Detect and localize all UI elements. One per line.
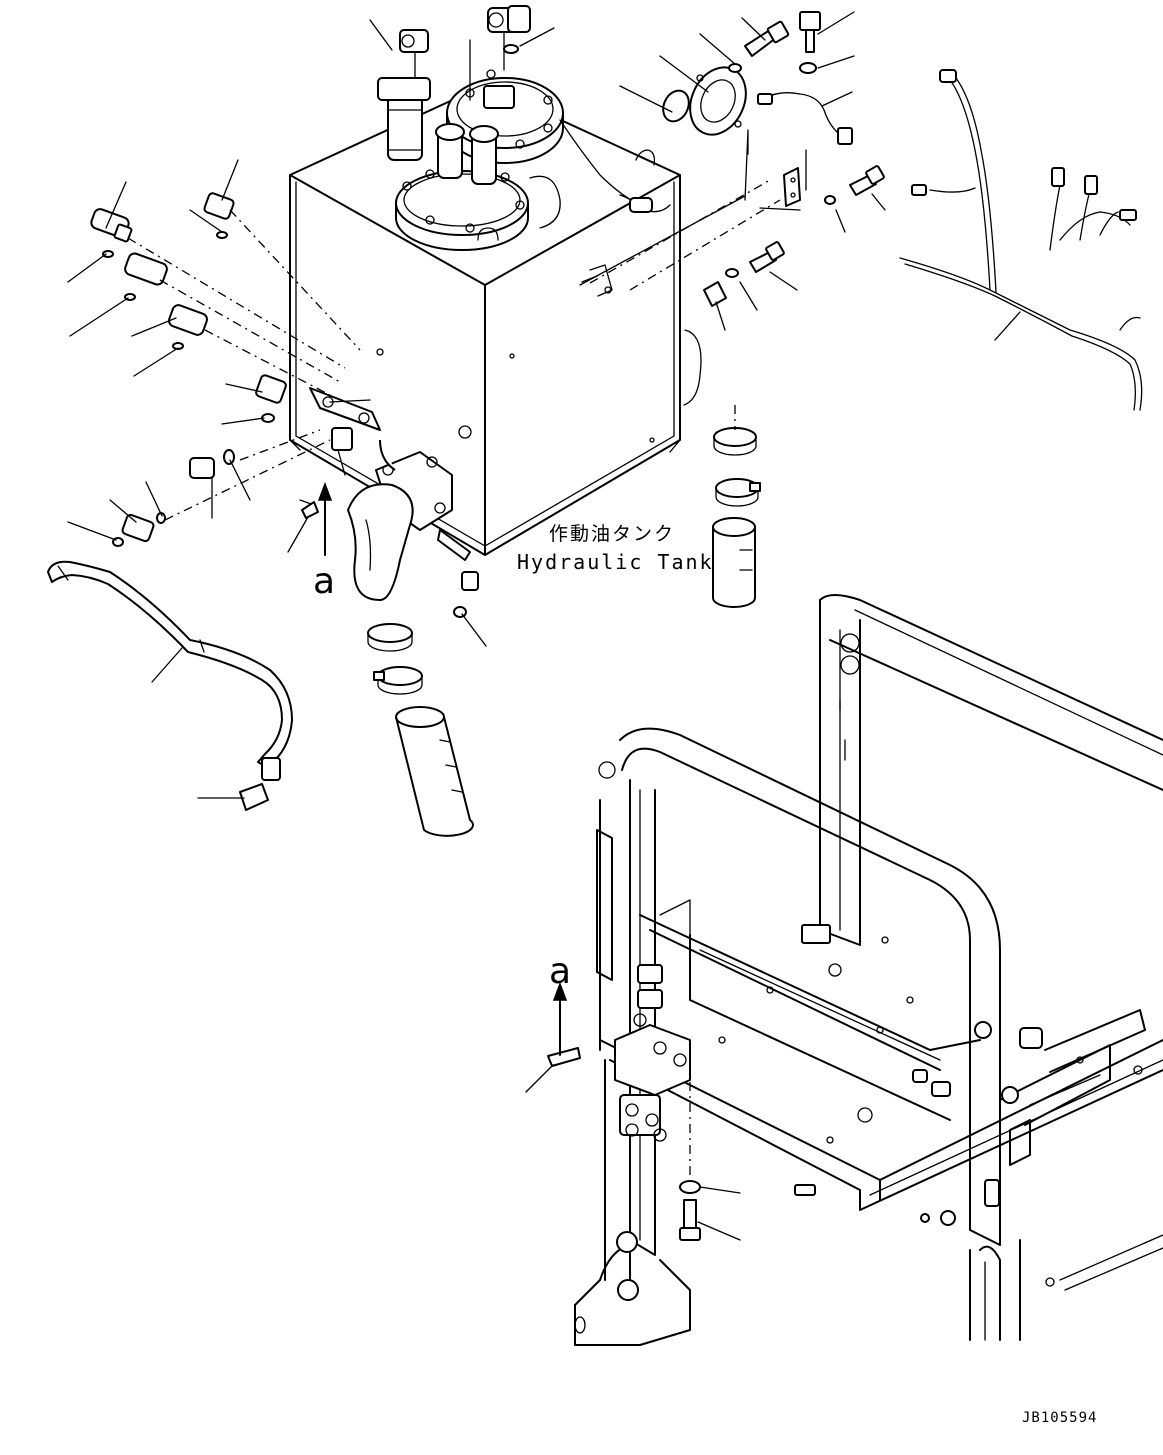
view-marker-a-bottom: a bbox=[549, 951, 571, 992]
suction-pipe bbox=[309, 387, 479, 618]
frame-structure bbox=[547, 594, 1163, 1346]
return-hose-set bbox=[712, 405, 761, 608]
left-fittings bbox=[90, 192, 384, 547]
leader-lines bbox=[67, 11, 1021, 1241]
tank-side-fittings bbox=[581, 149, 781, 297]
drawing-id: JB105594 bbox=[1022, 1410, 1097, 1426]
view-arrow-top bbox=[317, 481, 333, 556]
sensor-bracket bbox=[783, 165, 885, 207]
wiring-harness bbox=[899, 69, 1143, 411]
view-arrow-bottom bbox=[552, 981, 568, 1056]
top-elbow-fitting bbox=[469, 5, 531, 101]
tank-label-english: Hydraulic Tank bbox=[517, 550, 714, 574]
view-marker-a-top: a bbox=[313, 561, 335, 602]
long-hose bbox=[47, 560, 293, 811]
breather-filter bbox=[377, 29, 431, 161]
suction-hose-set bbox=[367, 623, 474, 837]
filter-cover-assembly bbox=[435, 69, 641, 206]
clip-bolt bbox=[703, 241, 785, 307]
tank-label-japanese: 作動油タンク bbox=[549, 523, 675, 545]
sensor-hardware bbox=[728, 11, 853, 145]
level-gauge bbox=[662, 66, 747, 136]
